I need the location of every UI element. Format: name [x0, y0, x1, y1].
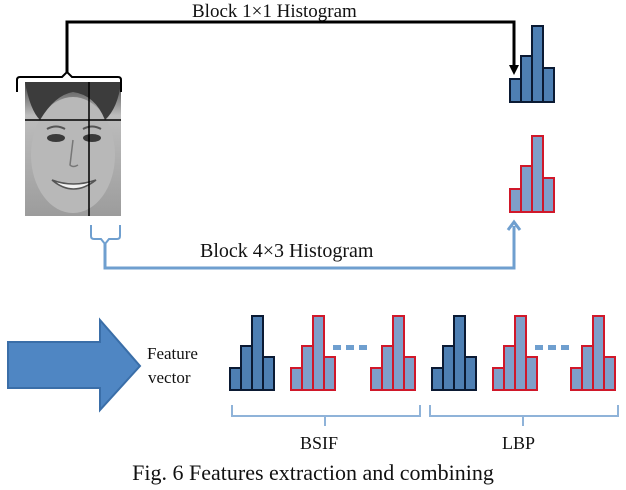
histogram-bar: [603, 356, 616, 391]
histogram-bar: [464, 356, 477, 391]
histogram-bar: [381, 345, 394, 391]
histogram-bar: [542, 67, 555, 103]
histogram-bar: [251, 315, 264, 391]
ellipsis-dots-lbp: [535, 345, 569, 350]
figure-caption: Fig. 6 Features extraction and combining: [132, 460, 494, 485]
histogram-bar: [492, 367, 505, 391]
histogram-bar: [531, 25, 544, 103]
histogram-bsif-1: [229, 315, 275, 391]
histogram-bar: [509, 78, 522, 103]
histogram-bar: [290, 367, 303, 391]
histogram-bar: [520, 55, 533, 103]
histogram-bar: [312, 315, 325, 391]
histogram-bar: [581, 345, 594, 391]
histogram-block-4x3: [509, 135, 555, 213]
feature-label-line1: Feature: [147, 344, 198, 363]
ellipsis-dots-bsif: [333, 345, 367, 350]
block-1x1-arrow: [65, 20, 519, 75]
histogram-bar: [262, 356, 275, 391]
face-photo-icon: [25, 82, 121, 216]
feature-extraction-diagram: [7, 20, 619, 426]
histogram-bar: [240, 345, 253, 391]
block-4x3-arrow: [103, 226, 516, 270]
block-4x3-arrowhead: [506, 219, 522, 231]
block-1x1-label: Block 1×1 Histogram: [192, 1, 357, 22]
histogram-bar: [525, 356, 538, 391]
lbp-bracket: [429, 405, 619, 417]
histogram-bar: [453, 315, 466, 391]
histograms: [229, 25, 616, 391]
histogram-bar: [392, 315, 405, 391]
histogram-bar: [509, 188, 522, 213]
histogram-bar: [229, 367, 242, 391]
histogram-bar: [431, 367, 444, 391]
bsif-label: BSIF: [300, 433, 339, 453]
histogram-bar: [514, 315, 527, 391]
lbp-label: LBP: [502, 433, 536, 453]
histogram-bar: [503, 345, 516, 391]
histogram-bar: [570, 367, 583, 391]
block-4x3-label: Block 4×3 Histogram: [200, 240, 374, 262]
histogram-bar: [531, 135, 544, 213]
block-arrow-right-icon: [7, 317, 142, 413]
histogram-bar: [301, 345, 314, 391]
histogram-bsif-2: [290, 315, 336, 391]
histogram-bsif-n: [370, 315, 416, 391]
histogram-lbp-2: [492, 315, 538, 391]
histogram-bar: [592, 315, 605, 391]
histogram-bar: [442, 345, 455, 391]
histogram-lbp-1: [431, 315, 477, 391]
bsif-bracket: [231, 405, 421, 417]
feature-label-line2: vector: [148, 368, 191, 387]
histogram-bar: [323, 356, 336, 391]
histogram-bar: [542, 177, 555, 213]
histogram-bar: [403, 356, 416, 391]
face-cell-bracket: [90, 225, 121, 246]
histogram-bar: [520, 165, 533, 213]
histogram-lbp-n: [570, 315, 616, 391]
histogram-bar: [370, 367, 383, 391]
histogram-block-1x1: [509, 25, 555, 103]
